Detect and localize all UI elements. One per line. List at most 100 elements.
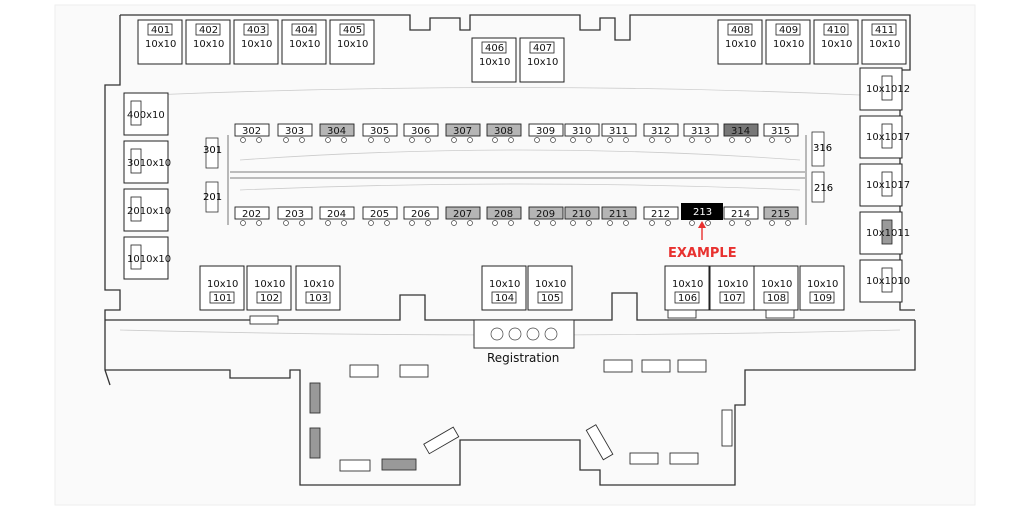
chair xyxy=(341,137,347,143)
booth-size: 10x10 xyxy=(145,39,176,50)
chair xyxy=(623,137,629,143)
booth-number: 405 xyxy=(343,25,362,36)
booth-size: 10x10 xyxy=(773,39,804,50)
strip-booth-310: 310 xyxy=(564,123,600,143)
strip-booth-box xyxy=(277,123,313,137)
strip-booth-209: 209 xyxy=(528,206,564,226)
chair xyxy=(325,137,331,143)
booth-number-tag xyxy=(881,75,893,101)
booth-number-tag xyxy=(147,23,173,36)
table xyxy=(423,426,460,455)
booth-size: 10x10 xyxy=(527,57,558,68)
booth-401: 401 10x10 xyxy=(137,19,183,65)
registration-seat xyxy=(490,327,504,341)
registration-seat xyxy=(526,327,540,341)
chair xyxy=(256,137,262,143)
booth-number: 401 xyxy=(151,25,170,36)
strip-booth-304: 304 xyxy=(319,123,355,143)
booth-number: 404 xyxy=(295,25,314,36)
strip-booth-number: 203 xyxy=(285,209,304,220)
strip-booth-box xyxy=(643,123,679,137)
strip-booth-number: 313 xyxy=(691,126,710,137)
paper-background xyxy=(54,4,976,506)
strip-booth-box xyxy=(763,123,799,137)
strip-booth-202: 202 xyxy=(234,206,270,226)
booth-number-tag xyxy=(871,23,897,36)
strip-booth-number: 205 xyxy=(370,209,389,220)
strip-booth-box xyxy=(319,206,355,220)
chair xyxy=(240,137,246,143)
booth-number-tag xyxy=(763,291,789,304)
strip-booth-number: 210 xyxy=(572,209,591,220)
booth-number: 101 xyxy=(213,293,232,304)
strip-booth-number: 312 xyxy=(651,126,670,137)
chair xyxy=(769,137,775,143)
strip-booth-number: 306 xyxy=(411,126,430,137)
chair xyxy=(368,137,374,143)
chair xyxy=(705,137,711,143)
strip-booth-box xyxy=(601,123,637,137)
strip-booth-number: 315 xyxy=(771,126,790,137)
strip-booth-number: 314 xyxy=(731,126,750,137)
strip-booth-210: 210 xyxy=(564,206,600,226)
chair xyxy=(508,220,514,226)
booth-label: 10x1010 xyxy=(866,276,910,287)
booth-label: 400x10 xyxy=(127,110,165,121)
strip-booth-214: 214 xyxy=(723,206,759,226)
strip-booth-315: 315 xyxy=(763,123,799,143)
strip-booth-number: 304 xyxy=(327,126,346,137)
booth-number-tag xyxy=(305,291,331,304)
strip-booth-box xyxy=(362,123,398,137)
chair xyxy=(586,137,592,143)
booth-number-tag xyxy=(727,23,753,36)
table xyxy=(399,364,429,378)
booth-number: 402 xyxy=(199,25,218,36)
booth-size: 10x10 xyxy=(303,279,334,290)
booth-outline xyxy=(859,211,903,255)
chair xyxy=(534,137,540,143)
chair xyxy=(299,137,305,143)
booth-number-tag xyxy=(130,196,142,222)
table xyxy=(309,382,321,414)
booth-number-tag xyxy=(674,291,700,304)
chair xyxy=(451,137,457,143)
booth-number: 103 xyxy=(309,293,328,304)
table xyxy=(669,452,699,465)
strip-booth-number: 208 xyxy=(494,209,513,220)
chair xyxy=(623,220,629,226)
booth-103: 103 10x10 xyxy=(295,265,341,311)
chair xyxy=(785,220,791,226)
strip-booth-number: 204 xyxy=(327,209,346,220)
table xyxy=(603,359,633,373)
chair xyxy=(425,220,431,226)
chair xyxy=(508,137,514,143)
booth-label: 10x1012 xyxy=(866,84,910,95)
strip-booth-number: 207 xyxy=(453,209,472,220)
chair xyxy=(570,137,576,143)
booth-number-tag xyxy=(339,23,365,36)
booth-number: 104 xyxy=(495,293,514,304)
table xyxy=(249,315,279,325)
strip-booth-box xyxy=(403,123,439,137)
chair xyxy=(409,137,415,143)
booth-number: 409 xyxy=(779,25,798,36)
booth-number-tag xyxy=(775,23,801,36)
strip-booth-number: 307 xyxy=(453,126,472,137)
booth-size: 10x10 xyxy=(672,279,703,290)
left-booth: 3010x10 xyxy=(123,140,171,184)
booth-outline xyxy=(329,19,375,65)
booth-number-tag xyxy=(195,23,221,36)
chair xyxy=(649,220,655,226)
booth-316-block xyxy=(811,131,825,167)
booth-label: 10x1017 xyxy=(866,132,910,143)
booth-label: 1010x10 xyxy=(127,254,171,265)
booth-number-tag xyxy=(491,291,517,304)
